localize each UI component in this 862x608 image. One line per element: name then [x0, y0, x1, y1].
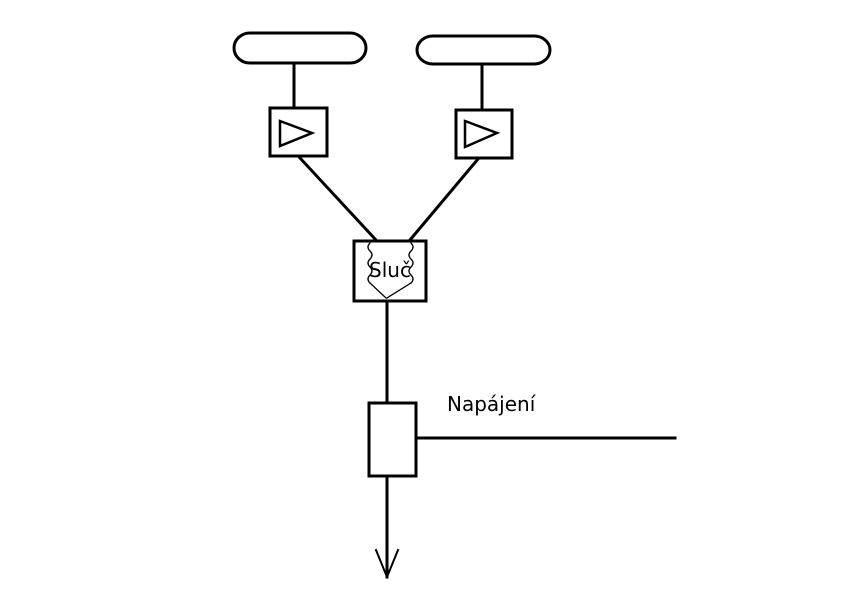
combiner-box [352, 239, 428, 303]
amplifier-triangle-icon [278, 119, 316, 148]
output-arrow-icon [374, 548, 400, 579]
cable-left [297, 155, 379, 243]
cable-right [407, 156, 481, 243]
combiner-label: Sluč [369, 258, 411, 282]
amplifier-triangle-icon [463, 119, 501, 149]
amplifier-left [268, 106, 329, 158]
power-label: Napájení [447, 392, 537, 416]
amplifier-right [454, 108, 514, 160]
power-inserter-box [367, 401, 418, 478]
antenna-left-icon [232, 31, 368, 110]
antenna-right-icon [415, 34, 552, 112]
